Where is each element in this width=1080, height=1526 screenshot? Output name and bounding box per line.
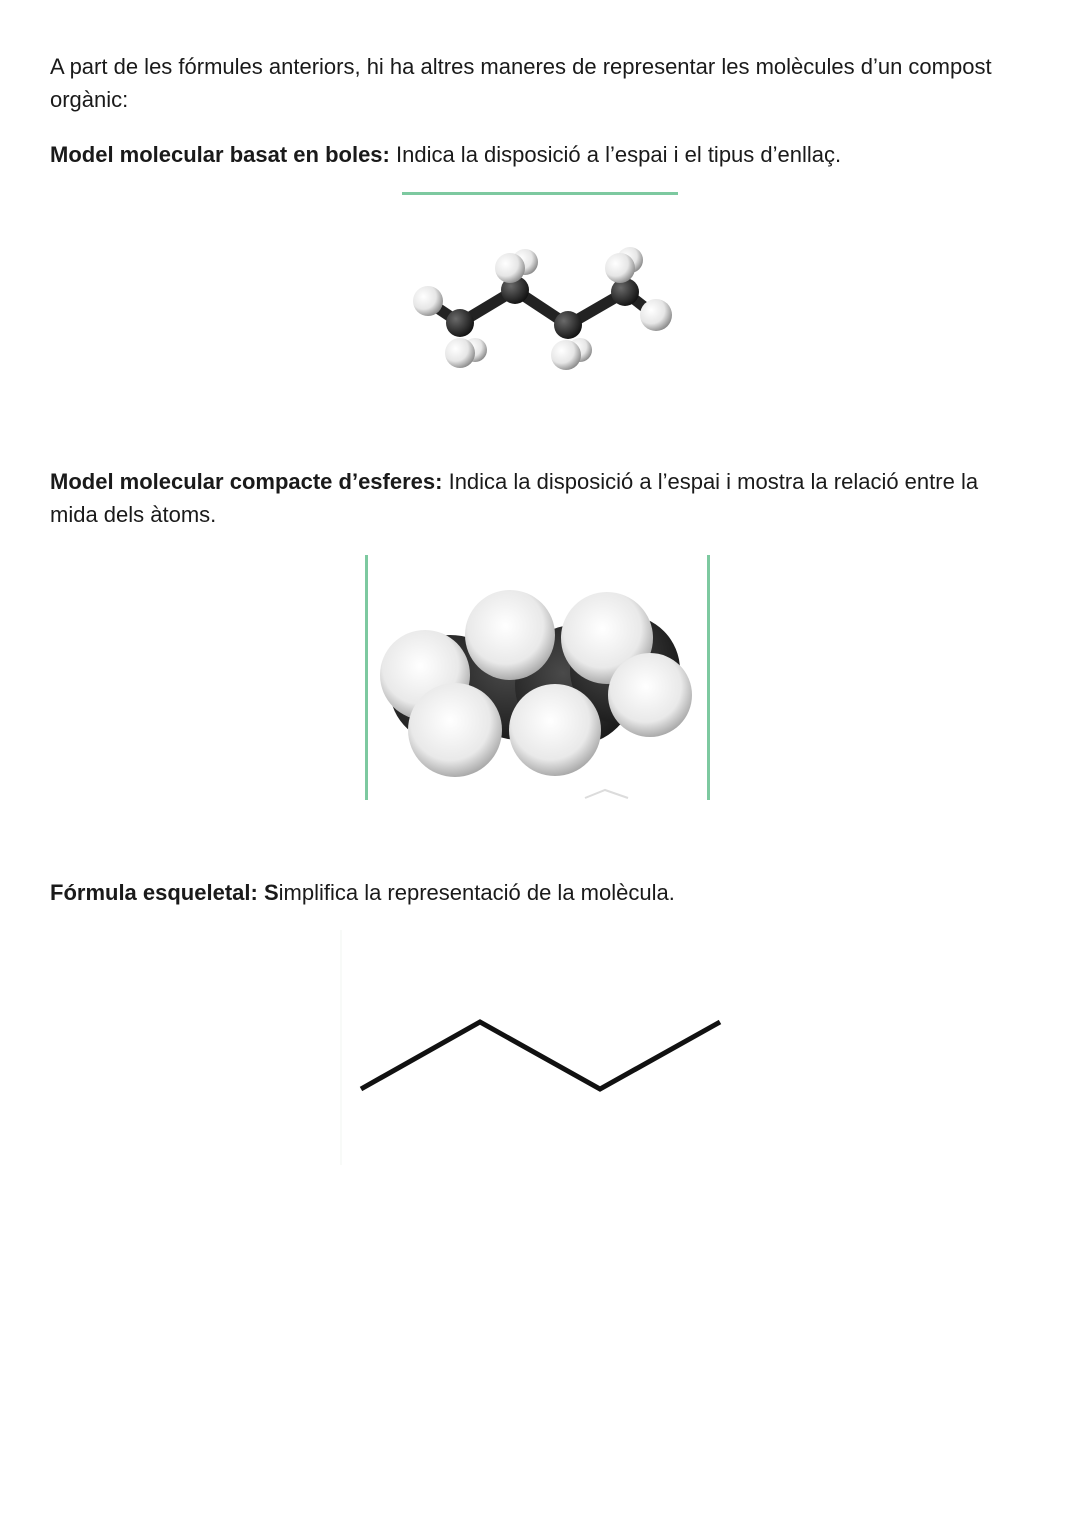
section-title: Model molecular basat en boles: bbox=[50, 142, 390, 167]
section-space-filling: Model molecular compacte d’esferes: Indi… bbox=[50, 465, 1020, 531]
section-description: implifica la representació de la molècul… bbox=[278, 880, 675, 905]
section-ball-and-stick: Model molecular basat en boles: Indica l… bbox=[50, 138, 1020, 171]
accent-divider-right bbox=[707, 555, 710, 800]
intro-text: A part de les fórmules anteriors, hi ha … bbox=[50, 54, 992, 112]
space-filling-model-image bbox=[380, 590, 692, 799]
section-title: Fórmula esqueletal: S bbox=[50, 880, 279, 905]
section-title: Model molecular compacte d’esferes: bbox=[50, 469, 443, 494]
intro-paragraph: A part de les fórmules anteriors, hi ha … bbox=[50, 50, 1020, 116]
accent-divider-left bbox=[365, 555, 368, 800]
accent-divider bbox=[402, 192, 678, 195]
section-description: Indica la disposició a l’espai i mostra … bbox=[50, 469, 979, 527]
section-skeletal-formula: Fórmula esqueletal: Simplifica la repres… bbox=[50, 876, 1020, 909]
ball-and-stick-model-image bbox=[413, 247, 672, 370]
section-description: Indica la disposició a l’espai i el tipu… bbox=[389, 142, 842, 167]
skeletal-formula-image bbox=[340, 930, 722, 1165]
